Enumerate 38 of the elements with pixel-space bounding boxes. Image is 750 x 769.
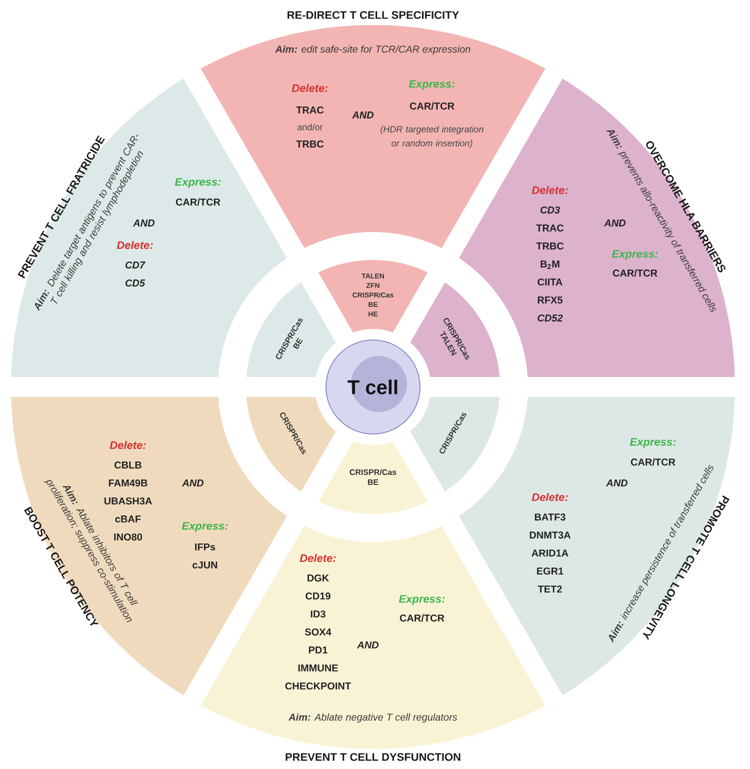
gene-list: DGK CD19 ID3 SOX4 PD1 IMMUNE CHECKPOINT [285,574,351,690]
express-label: Express: [182,522,228,532]
sector-heading: PREVENT T CELL DYSFUNCTION [286,753,460,761]
aim-text: Aim: Ablate negative T cell regulators [288,713,458,723]
gene-list: CAR/TCR [612,269,658,277]
delete-label: Delete: [292,84,328,92]
note-text: (HDR targeted integration or random insertion) [380,126,484,148]
express-label: Express: [398,595,445,605]
and-label: AND [132,220,155,226]
gene-list: CAR/TCR [400,614,444,622]
gene-list: IFPs cJUN [192,544,218,568]
and-label: AND [356,642,379,648]
gene-list: CBLB FAM49B UBASH3A cBAF INO80 [104,461,152,541]
gene-list: BATF3 DNMT3A ARID1A EGR1 TET2 [530,514,571,592]
express-label: Express: [408,80,455,90]
gene-list: CD7 CD5 [125,261,146,287]
and-label: AND [182,480,204,486]
conjunction-label: and/or [298,124,323,130]
aim-text: Aim: edit safe-site for TCR/CAR expression [275,45,470,55]
gene-list: CAR/TCR [630,458,676,466]
sector-heading: RE-DIRECT T CELL SPECIFICITY [288,11,459,19]
delete-label: Delete: [110,440,146,450]
express-label: Express: [174,178,221,188]
gene-list: CD3 TRAC TRBC B$_{2}$M CIITA RFX5 CD52 [536,206,564,322]
and-label: AND [606,480,628,486]
delete-label: Delete: [116,240,153,250]
gene-list: CAR/TCR [410,102,454,110]
delete-label: Delete: [532,186,568,194]
express-label: Express: [612,250,658,260]
and-label: AND [352,112,374,118]
delete-label: Delete: [532,492,568,502]
method-list: CRISPR/Cas BE [350,469,396,485]
delete-label: Delete: [300,554,336,562]
gene-list: TRBC [296,140,324,148]
and-label: AND [604,220,626,226]
gene-list: TRAC [296,106,324,114]
gene-list: CAR/TCR [176,198,220,206]
express-label: Express: [630,438,676,448]
